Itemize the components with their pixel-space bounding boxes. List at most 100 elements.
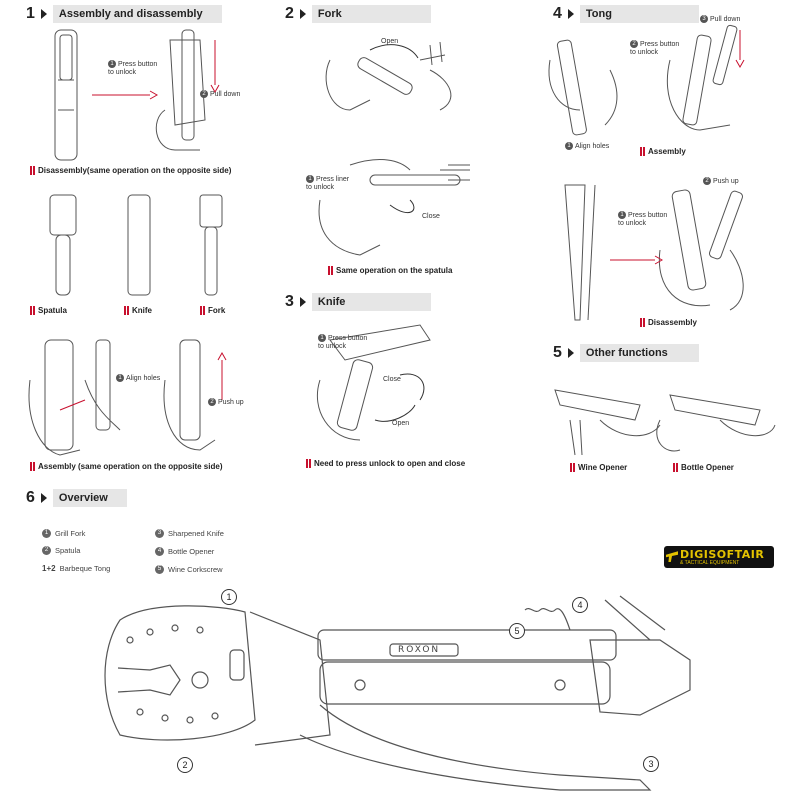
rifle-icon [666,551,678,562]
section-title: Tong [579,5,699,23]
label-text: Push up [713,177,739,185]
caption-text: Bottle Opener [681,463,734,472]
red-marker-icon [30,462,35,471]
combo-badge: 1+2 [42,564,56,573]
step-1-icon: 1 [318,334,326,342]
legend-label: Grill Fork [55,529,86,538]
label-text: Push up [218,398,244,406]
label-text: Pull down [210,90,241,98]
number-badge: 4 [155,547,164,556]
marker-2: 2 [177,757,193,773]
label-text: Press liner to unlock [306,175,350,191]
section-number: 1 [26,5,35,22]
section-header-knife: 3 Knife [285,293,431,311]
label-text: Align holes [126,374,161,382]
section-title: Fork [311,5,431,23]
legend-label: Bottle Opener [168,547,215,556]
knife-caption: Need to press unlock to open and close [306,459,465,468]
label-text: Press button to unlock [630,40,680,56]
spatula-caption: Spatula [30,306,67,315]
section-number: 5 [553,344,562,361]
red-marker-icon [640,147,645,156]
red-marker-icon [328,266,333,275]
red-marker-icon [570,463,575,472]
caption-text: Knife [132,306,152,315]
knife-caption: Knife [124,306,152,315]
red-marker-icon [30,166,35,175]
logo-title: DIGISOFTAIR [680,547,765,561]
caption-text: Need to press unlock to open and close [314,459,466,468]
caption-text: Fork [208,306,226,315]
section-title: Overview [52,489,127,507]
fork-caption: Fork [200,306,225,315]
step-3-icon: 3 [700,15,708,23]
overview-item-bottle-opener: 4 Bottle Opener [155,547,214,556]
close-label: Close [383,376,401,383]
label-text: Press button to unlock [108,60,158,76]
caption-text: Disassembly(same operation on the opposi… [38,166,232,175]
red-marker-icon [124,306,129,315]
label-text: Press button to unlock [618,211,668,227]
section-header-fork: 2 Fork [285,5,431,23]
open-label: Open [381,38,399,45]
number-badge: 3 [155,529,164,538]
section-title: Other functions [579,344,699,362]
label-text: Pull down [710,15,741,23]
legend-label: Sharpened Knife [168,529,224,538]
tool-brand: ROXON [398,645,441,655]
assembly-caption: Assembly [640,147,686,156]
triangle-icon [567,9,574,19]
triangle-icon [299,9,306,19]
step-2-icon: 2 [208,398,216,406]
step-1-icon: 1 [116,374,124,382]
section-number: 6 [26,489,35,506]
caption-text: Wine Opener [578,463,628,472]
step-2-icon: 2 [200,90,208,98]
section-number: 4 [553,5,562,22]
overview-item-knife: 3 Sharpened Knife [155,529,224,538]
disassembly-caption: Disassembly(same operation on the opposi… [30,166,231,175]
section-number: 3 [285,293,294,310]
red-marker-icon [640,318,645,327]
number-badge: 5 [155,565,164,574]
legend-label: Spatula [55,546,81,555]
caption-text: Assembly [648,147,686,156]
red-marker-icon [673,463,678,472]
label-text: Align holes [575,142,610,150]
fork-caption-same: Same operation on the spatula [328,266,452,275]
red-marker-icon [200,306,205,315]
section-number: 2 [285,5,294,22]
legend-label: Barbeque Tong [59,564,111,573]
bottle-opener-caption: Bottle Opener [673,463,734,472]
section-header-tong: 4 Tong [553,5,699,23]
triangle-icon [299,297,306,307]
section-header-other: 5 Other functions [553,344,699,362]
marker-5: 5 [509,623,525,639]
disassembly-caption: Disassembly [640,318,697,327]
section-title: Knife [311,293,431,311]
section-title: Assembly and disassembly [52,5,222,23]
open-label: Open [392,420,410,427]
caption-text: Assembly (same operation on the opposite… [38,462,223,471]
section-header-overview: 6 Overview [26,489,127,507]
assembly-caption: Assembly (same operation on the opposite… [30,462,222,471]
step-2-icon: 2 [630,40,638,48]
step-2-icon: 2 [703,177,711,185]
step-1-icon: 1 [108,60,116,68]
caption-text: Same operation on the spatula [336,266,453,275]
wine-opener-caption: Wine Opener [570,463,627,472]
triangle-icon [40,493,47,503]
section-header-assembly: 1 Assembly and disassembly [26,5,222,23]
